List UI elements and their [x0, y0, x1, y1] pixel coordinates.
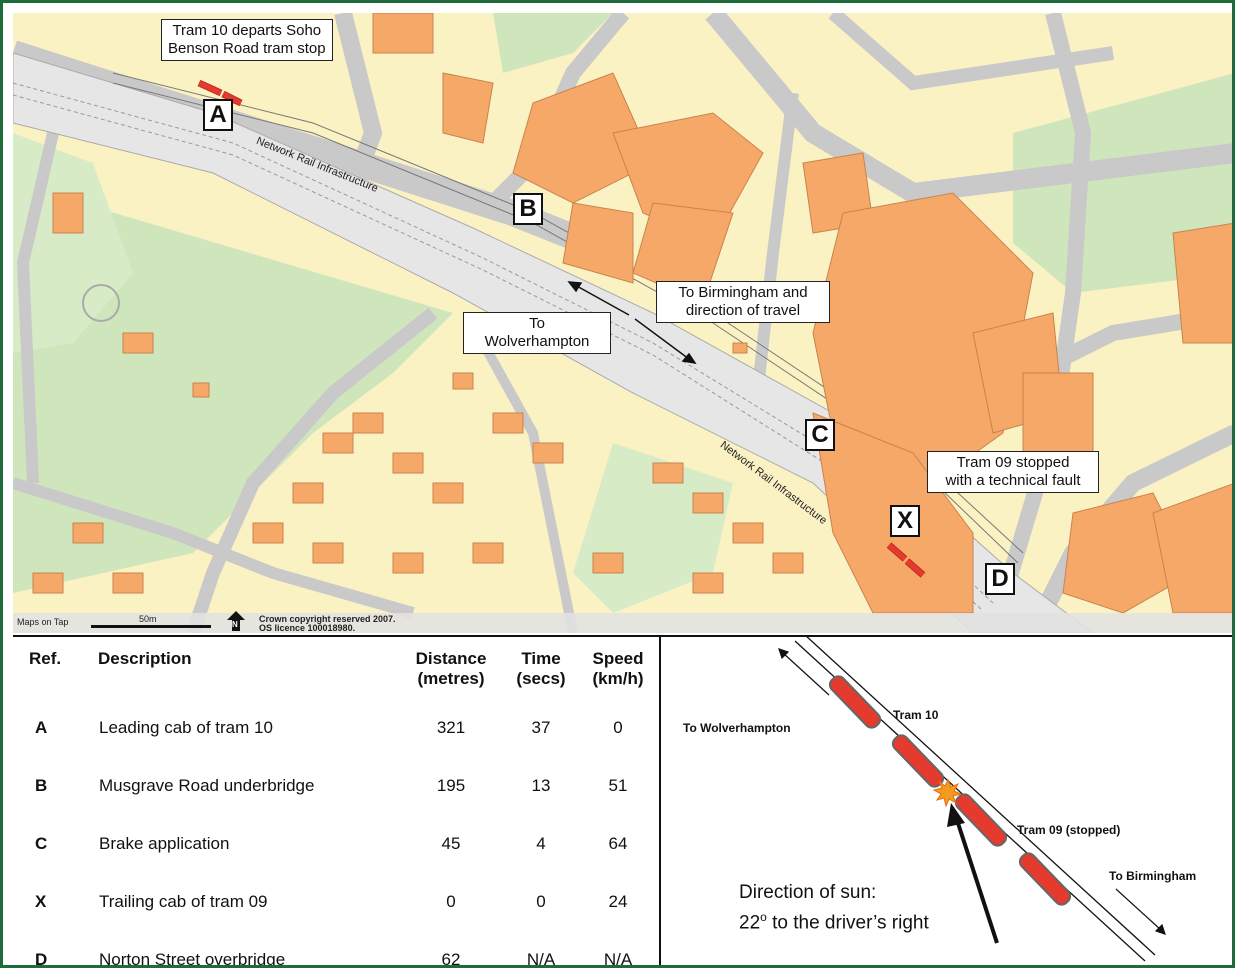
cell-time: 0 [536, 892, 546, 911]
impact-star-icon [932, 778, 963, 808]
map-ref-x: X [890, 505, 920, 537]
cell-description: Trailing cab of tram 09 [99, 892, 268, 911]
map-ref-a: A [203, 99, 233, 131]
timing-table-panel: Ref. Description Distance (metres) Time … [13, 635, 661, 968]
collision-diagram [778, 637, 1166, 962]
diagram-direction-arrows [778, 648, 1166, 935]
direction-arrows [567, 281, 697, 365]
copyright-line1: Crown copyright reserved 2007. [259, 614, 396, 624]
cell-ref: X [35, 892, 47, 911]
cell-description: Norton Street overbridge [99, 950, 286, 968]
callout-tram09-stopped: Tram 09 stopped with a technical fault [927, 451, 1099, 493]
diagram-tram09 [954, 793, 1072, 906]
cell-time: 4 [536, 834, 546, 853]
cell-ref: B [35, 776, 48, 795]
map-ref-b: B [513, 193, 543, 225]
collision-diagram-panel: To Wolverhampton Tram 10 Tram 09 (stoppe… [661, 635, 1232, 965]
callout-tram10-departs: Tram 10 departs Soho Benson Road tram st… [161, 19, 333, 61]
site-map[interactable]: Tram 10 departs Soho Benson Road tram st… [13, 13, 1232, 633]
cell-distance: 321 [436, 718, 466, 737]
cell-ref: D [35, 950, 48, 968]
cell-distance: 195 [436, 776, 466, 795]
green-patch [493, 13, 613, 73]
road [16, 131, 59, 484]
north-label: N [232, 620, 238, 629]
cell-speed: N/A [603, 950, 633, 968]
cell-description: Musgrave Road underbridge [99, 776, 315, 795]
sun-direction-label: Direction of sun: 22o to the driver’s ri… [739, 882, 929, 934]
diagram-label-tram09: Tram 09 (stopped) [1017, 823, 1121, 837]
cell-distance: 62 [441, 950, 461, 968]
cell-description: Leading cab of tram 10 [99, 718, 273, 737]
diagram-label-tram10: Tram 10 [893, 708, 939, 722]
diagram-label-to-birmingham: To Birmingham [1109, 869, 1197, 883]
header-ref: Ref. [29, 649, 62, 668]
north-arrow-icon [227, 611, 245, 631]
road [985, 13, 1092, 633]
table-row: C Brake application 45 4 64 [29, 815, 656, 873]
table-row: A Leading cab of tram 10 321 37 0 [29, 699, 656, 757]
cell-ref: A [35, 718, 48, 737]
cell-speed: 24 [608, 892, 628, 911]
cell-speed: 64 [608, 834, 628, 853]
map-ref-c: C [805, 419, 835, 451]
roundabout [82, 284, 120, 322]
scale-bar [91, 625, 211, 628]
cell-time: 13 [531, 776, 551, 795]
scale-label: 50m [139, 614, 157, 624]
header-time: Time (secs) [516, 649, 566, 688]
cell-distance: 0 [446, 892, 456, 911]
cell-time: 37 [531, 718, 551, 737]
table-row: B Musgrave Road underbridge 195 13 51 [29, 757, 656, 815]
map-footer: Maps on Tap 50m N Crown copyright reserv… [13, 611, 1232, 633]
park-area [13, 183, 453, 593]
table-row: X Trailing cab of tram 09 0 0 24 [29, 873, 656, 931]
header-distance: Distance (metres) [415, 649, 487, 688]
cell-distance: 45 [441, 834, 461, 853]
cell-speed: 51 [608, 776, 628, 795]
callout-to-wolverhampton: To Wolverhampton [463, 312, 611, 354]
road [478, 340, 578, 633]
map-ref-d: D [985, 563, 1015, 595]
sun-direction-arrow-icon [947, 803, 999, 944]
header-speed: Speed (km/h) [592, 649, 644, 688]
copyright-line2: OS licence 100018980. [259, 623, 356, 633]
diagram-tram10 [828, 675, 945, 788]
map-drawing [13, 13, 1232, 633]
maps-on-tap-label: Maps on Tap [17, 617, 69, 627]
cell-description: Brake application [99, 834, 230, 853]
timing-table: Ref. Description Distance (metres) Time … [29, 649, 656, 968]
cell-time: N/A [526, 950, 556, 968]
header-description: Description [98, 649, 192, 668]
road [828, 13, 1115, 91]
diagram-label-to-wolverhampton: To Wolverhampton [683, 721, 791, 735]
diagram-rail [806, 637, 1156, 956]
table-row: D Norton Street overbridge 62 N/A N/A [29, 931, 656, 968]
road [186, 307, 438, 633]
cell-speed: 0 [613, 718, 623, 737]
cell-ref: C [35, 834, 48, 853]
callout-to-birmingham: To Birmingham and direction of travel [656, 281, 830, 323]
road [13, 477, 415, 619]
